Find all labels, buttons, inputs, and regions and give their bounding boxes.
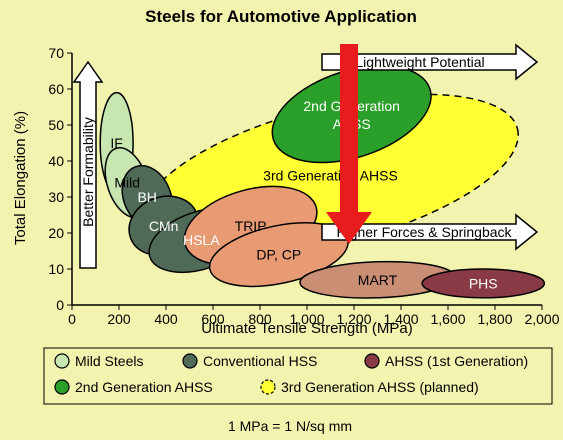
legend-swatch <box>364 353 380 369</box>
region-phs <box>421 268 546 299</box>
legend-swatch <box>260 379 276 395</box>
legend-label: Mild Steels <box>75 353 143 369</box>
higher-forces-label: Higher Forces & Springback <box>336 224 512 240</box>
region-label: DP, CP <box>256 247 301 263</box>
region-label: HSLA <box>183 232 220 248</box>
better-formability-label: Better Formability <box>80 117 96 227</box>
x-tick-label: 1,400 <box>383 311 418 327</box>
region-label: CMn <box>149 218 179 234</box>
y-tick-label: 0 <box>56 297 64 313</box>
y-tick-label: 20 <box>48 225 64 241</box>
region-label: BH <box>137 189 156 205</box>
lightweight-potential-label: Lightweight Potential <box>355 54 484 70</box>
region-ellipse <box>421 268 546 299</box>
legend: Mild Steels Conventional HSS AHSS (1st Gen… <box>43 347 553 405</box>
y-tick-label: 10 <box>48 261 64 277</box>
x-ticks: 0 200 400 600 800 1,000 1,200 1,400 1,600 1,800 2,… <box>68 305 560 327</box>
x-tick-label: 2,000 <box>524 311 559 327</box>
legend-swatch <box>54 379 70 395</box>
x-tick-label: 1,000 <box>289 311 324 327</box>
y-tick-label: 70 <box>48 45 64 61</box>
x-tick-label: 1,600 <box>430 311 465 327</box>
legend-box <box>43 347 553 405</box>
x-tick-label: 600 <box>201 311 225 327</box>
legend-label: AHSS (1st Generation) <box>385 353 528 369</box>
region-label: TRIP <box>235 218 267 234</box>
y-tick-label: 40 <box>48 153 64 169</box>
y-tick-label: 60 <box>48 81 64 97</box>
chart-title: Steels for Automotive Application <box>145 7 417 26</box>
legend-label: Conventional HSS <box>203 353 317 369</box>
x-tick-label: 0 <box>68 311 76 327</box>
x-tick-label: 1,200 <box>336 311 371 327</box>
x-tick-label: 800 <box>248 311 272 327</box>
x-tick-label: 200 <box>107 311 131 327</box>
red-down-arrow <box>326 44 372 244</box>
legend-label: 3rd Generation AHSS (planned) <box>281 379 479 395</box>
x-axis-label: Ultimate Tensile Strength (MPa) <box>201 320 412 337</box>
legend-swatch <box>54 353 70 369</box>
legend-label: 2nd Generation AHSS <box>75 379 213 395</box>
legend-swatch <box>182 353 198 369</box>
region-label: 3rd Generation AHSS <box>263 167 398 183</box>
y-ticks: 0 10 20 30 40 50 60 70 <box>48 45 72 313</box>
better-formability-arrow: Better Formability <box>72 60 104 269</box>
region-label: PHS <box>469 275 498 291</box>
y-tick-label: 50 <box>48 117 64 133</box>
y-axis-label: Total Elongation (%) <box>12 111 29 245</box>
higher-forces-arrow: Higher Forces & Springback <box>321 213 539 251</box>
footnote: 1 MPa = 1 N/sq mm <box>228 418 352 434</box>
x-tick-label: 400 <box>154 311 178 327</box>
region-label: MART <box>358 272 398 288</box>
region-label: IF <box>110 135 122 151</box>
y-tick-label: 30 <box>48 189 64 205</box>
x-tick-label: 1,800 <box>477 311 512 327</box>
region-label: Mild <box>114 175 140 191</box>
